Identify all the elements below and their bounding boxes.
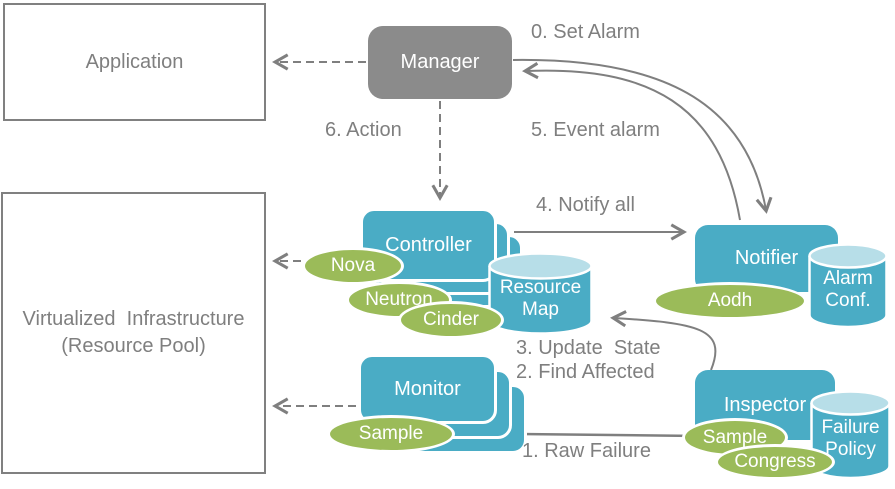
inspector-sample-label: Sample xyxy=(702,426,768,448)
virtualized-infrastructure-box: Virtualized Infrastructure (Resource Poo… xyxy=(1,192,266,474)
raw-failure-label: 1. Raw Failure xyxy=(522,440,651,462)
event-alarm-label: 5. Event alarm xyxy=(531,119,660,141)
update-state-label: 3. Update State xyxy=(516,337,661,359)
application-box: Application xyxy=(3,3,266,121)
virtualized-infrastructure-label-line2: (Resource Pool) xyxy=(61,335,206,357)
aodh-label: Aodh xyxy=(707,290,753,311)
monitor-sample-label: Sample xyxy=(358,423,424,444)
application-label: Application xyxy=(85,50,184,73)
edge-set-alarm xyxy=(512,58,773,214)
cinder-ellipse: Cinder xyxy=(398,301,504,339)
manager-box: Manager xyxy=(368,26,512,99)
find-affected-label: 2. Find Affected xyxy=(516,361,655,383)
controller-label: Controller xyxy=(385,233,472,256)
notifier-label: Notifier xyxy=(734,247,799,269)
notify-all-label: 4. Notify all xyxy=(536,194,635,216)
congress-ellipse: Congress xyxy=(715,444,835,480)
edge-event-alarm xyxy=(522,62,741,221)
nova-ellipse: Nova xyxy=(302,247,404,285)
action-label: 6. Action xyxy=(325,119,402,141)
monitor-label: Monitor xyxy=(394,377,461,400)
manager-label: Manager xyxy=(400,51,480,73)
congress-label: Congress xyxy=(734,451,816,472)
alarm-conf-cylinder xyxy=(808,243,888,328)
aodh-ellipse: Aodh xyxy=(653,282,807,320)
monitor-box: Monitor xyxy=(358,354,497,424)
nova-label: Nova xyxy=(330,255,376,276)
cinder-label: Cinder xyxy=(423,309,479,330)
resource-map-cylinder xyxy=(488,252,593,335)
edge-raw-failure xyxy=(518,432,701,438)
edge-update-state xyxy=(610,310,717,371)
virtualized-infrastructure-label-line1: Virtualized Infrastructure xyxy=(22,308,245,330)
monitor-sample-ellipse: Sample xyxy=(327,415,455,453)
set-alarm-label: 0. Set Alarm xyxy=(531,21,640,43)
inspector-label: Inspector xyxy=(723,393,807,416)
